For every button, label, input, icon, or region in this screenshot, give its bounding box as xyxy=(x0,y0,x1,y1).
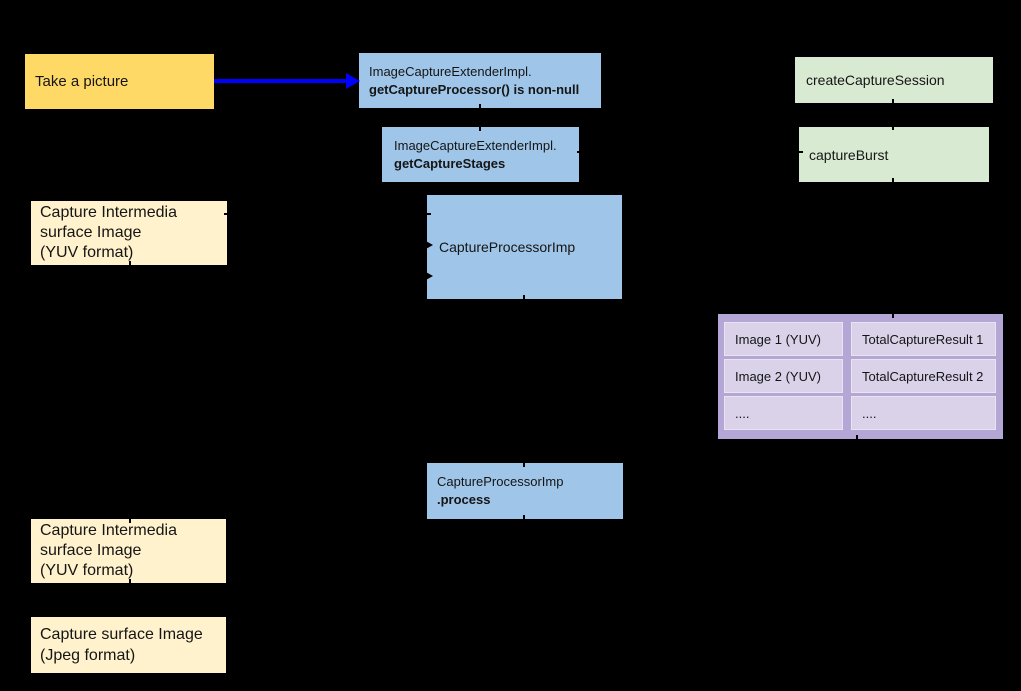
blue-arrow-head-icon xyxy=(346,73,360,89)
node-label-line3: (YUV format) xyxy=(40,562,134,579)
node-take-a-picture: Take a picture xyxy=(25,54,214,109)
table-cell-text: Image 1 (YUV) xyxy=(735,331,821,347)
connector-stub xyxy=(129,261,131,523)
connector-stub xyxy=(479,104,481,131)
connector-stub xyxy=(224,213,431,215)
node-label-line1: Capture Intermedia xyxy=(40,204,177,221)
node-label-line2: .process xyxy=(437,492,491,507)
node-label-line2: getCaptureStages xyxy=(394,155,506,171)
node-capture-processor-process: CaptureProcessorImp .process xyxy=(427,463,623,519)
connector-stub xyxy=(523,515,525,527)
connector-stub xyxy=(892,99,894,130)
connector-stub xyxy=(523,295,525,467)
node-label: captureBurst xyxy=(809,146,889,163)
node-capture-surface-jpeg: Capture surface Image (Jpeg format) xyxy=(31,617,226,673)
node-label-line3: (YUV format) xyxy=(40,244,134,261)
node-label-line2: getCaptureProcessor() is non-null xyxy=(369,81,580,97)
node-capture-burst: captureBurst xyxy=(799,127,989,182)
connector-arrowhead-icon xyxy=(424,271,433,281)
node-label-line1: CaptureProcessorImp xyxy=(437,474,564,489)
node-get-capture-processor: ImageCaptureExtenderImpl. getCaptureProc… xyxy=(359,53,601,108)
table-cell-result-2: TotalCaptureResult 2 xyxy=(851,359,996,393)
table-cell-text: Image 2 (YUV) xyxy=(735,368,821,384)
connector-arrowhead-icon xyxy=(424,240,433,250)
node-create-capture-session: createCaptureSession xyxy=(795,57,993,103)
node-label-line1: Capture surface Image xyxy=(40,626,203,643)
table-cell-image-2: Image 2 (YUV) xyxy=(724,359,843,393)
capture-result-table: Image 1 (YUV) TotalCaptureResult 1 Image… xyxy=(718,314,1003,439)
table-cell-text: .... xyxy=(862,405,877,421)
node-label-line2: surface Image xyxy=(40,542,142,559)
connector-stub xyxy=(856,435,858,451)
table-cell-result-1: TotalCaptureResult 1 xyxy=(851,322,996,356)
node-label-line2: surface Image xyxy=(40,224,142,241)
connector-stub xyxy=(523,449,858,451)
connector-stub xyxy=(892,178,894,318)
table-cell-image-1: Image 1 (YUV) xyxy=(724,322,843,356)
blue-arrow-line xyxy=(214,79,348,83)
table-cell-result-more: .... xyxy=(851,396,996,430)
node-label: createCaptureSession xyxy=(806,72,945,88)
node-label: Take a picture xyxy=(35,73,129,90)
connector-stub xyxy=(577,151,803,153)
node-get-capture-stages: ImageCaptureExtenderImpl. getCaptureStag… xyxy=(382,127,579,182)
node-label-line1: Capture Intermedia xyxy=(40,522,177,539)
table-cell-text: TotalCaptureResult 2 xyxy=(862,368,984,384)
node-label-line2: (Jpeg format) xyxy=(40,647,136,664)
node-label-line1: ImageCaptureExtenderImpl. xyxy=(394,137,557,153)
node-capture-intermedia-surface-top: Capture Intermedia surface Image (YUV fo… xyxy=(31,201,227,265)
table-cell-text: TotalCaptureResult 1 xyxy=(862,331,984,347)
table-cell-image-more: .... xyxy=(724,396,843,430)
table-cell-text: .... xyxy=(735,405,750,421)
node-capture-intermedia-surface-bottom: Capture Intermedia surface Image (YUV fo… xyxy=(31,519,226,583)
connector-stub xyxy=(129,579,131,591)
node-capture-processor-imp: CaptureProcessorImp xyxy=(427,195,622,299)
node-label-line1: ImageCaptureExtenderImpl. xyxy=(369,63,532,79)
node-label: CaptureProcessorImp xyxy=(439,239,576,255)
